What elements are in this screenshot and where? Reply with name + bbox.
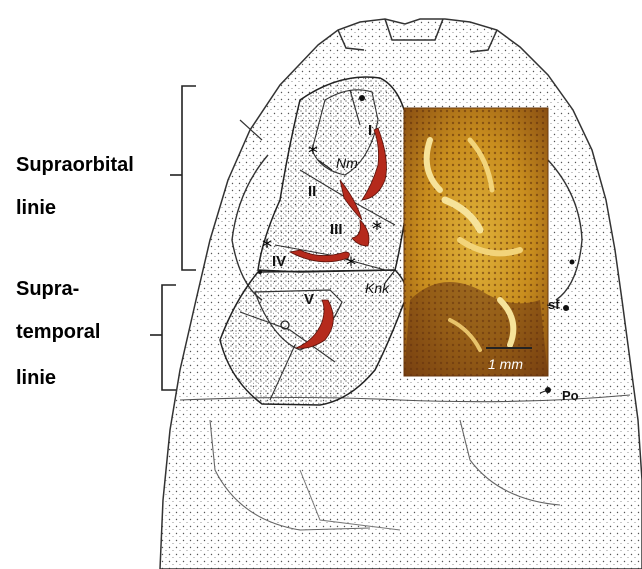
asterisk-4: * [346,253,356,277]
tag-sf: sf [548,297,560,312]
bracket-supraorbital [170,86,196,270]
asterisk-1: * [308,141,318,165]
canal-label-IV: IV [272,253,286,270]
scale-bar-label: 1 mm [488,356,523,372]
tag-po: Po [562,388,579,403]
canal-label-I: I [368,122,372,139]
canal-label-III: III [330,221,343,238]
tag-nm: Nm [336,155,358,171]
canal-label-II: II [308,183,316,200]
tag-knk: Knk [365,280,390,296]
asterisk-2: * [372,217,382,241]
asterisk-3: * [262,235,272,259]
bracket-supratemporal [150,285,176,390]
micro-photo: 1 mm [404,108,548,376]
canal-label-V: V [304,291,314,308]
